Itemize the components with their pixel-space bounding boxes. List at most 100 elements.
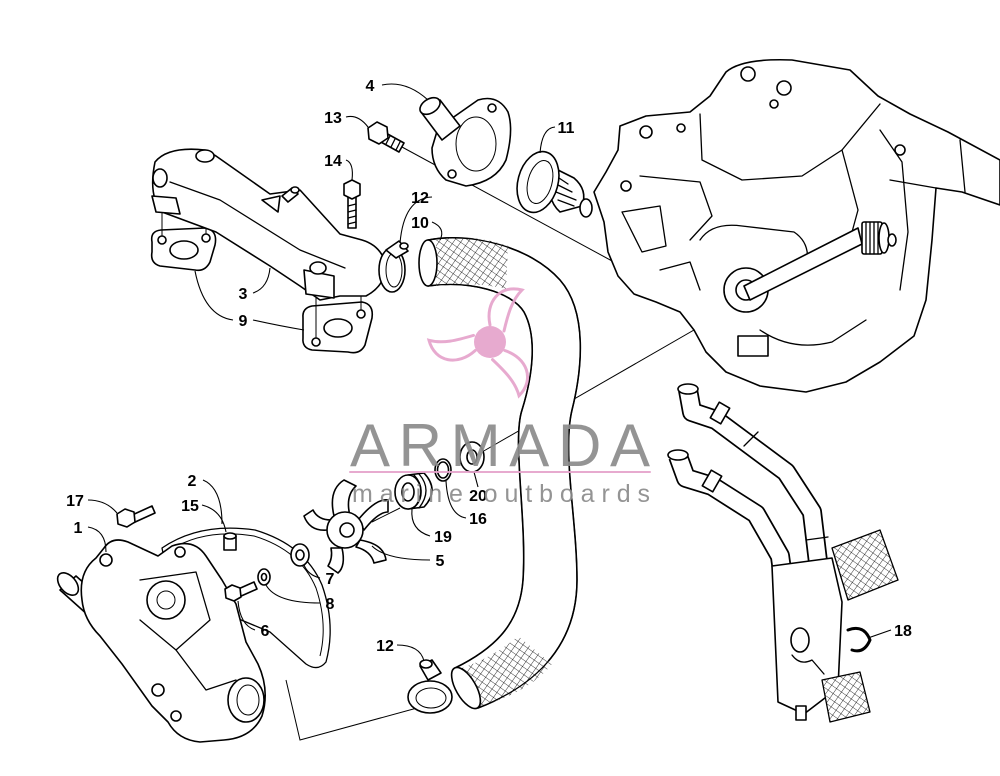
pump-bolt-boss (151, 683, 165, 697)
seal-ribs (413, 473, 427, 509)
bolt-13-thread (385, 135, 401, 151)
seal-bore (401, 482, 415, 502)
casting-rib (759, 319, 867, 346)
callout-16: 16 (469, 511, 487, 528)
clamp-band-inner (415, 687, 447, 709)
bolt-hole (740, 66, 756, 82)
leader-3 (252, 267, 271, 294)
coolant-hose (418, 237, 582, 710)
impeller-vane (331, 479, 357, 517)
gasket-9-right (302, 301, 374, 354)
oil-line-fitting (701, 469, 723, 493)
callout-12-upper: 12 (411, 190, 429, 207)
callout-15: 15 (181, 498, 199, 515)
leader-9-right (252, 319, 305, 331)
clamp-screw-head (399, 242, 409, 250)
bolt-hole (676, 123, 686, 133)
leader-14 (345, 159, 353, 181)
water-pump-body (56, 539, 266, 743)
leader-6 (237, 600, 256, 631)
propeller-blade (426, 333, 477, 362)
callout-7: 7 (326, 571, 335, 588)
leader-11 (539, 126, 556, 154)
water-pipe-seam (169, 181, 346, 269)
oil-line-a-fill (679, 388, 827, 563)
callout-9: 9 (239, 313, 248, 330)
thermostat (516, 150, 593, 218)
pipe-boss (309, 261, 327, 275)
bolt-13-head (367, 121, 389, 145)
leader-5 (371, 545, 431, 561)
housing-nipple-opening (419, 96, 441, 116)
bolt-15 (223, 532, 237, 551)
casting-rib (841, 149, 859, 233)
leader-7 (303, 564, 321, 579)
bolt-hole (769, 99, 779, 109)
gear-teeth (865, 221, 879, 255)
hose-clip-18 (846, 626, 872, 653)
callout-18: 18 (894, 623, 912, 640)
casting-rib (959, 139, 966, 193)
pipe-mount-foot (151, 195, 181, 215)
bolt-14-thread (347, 203, 357, 225)
oil-line-assembly (667, 383, 899, 723)
housing-bolt-hole (447, 169, 457, 179)
callout-11: 11 (558, 120, 575, 137)
thermostat-housing (419, 96, 512, 187)
callouts: 4 13 11 14 12 10 3 9 2 15 17 1 7 8 6 20 … (66, 78, 912, 655)
gasket-bolt-hole (157, 235, 167, 245)
leader-9-left (194, 270, 234, 321)
bolt-13 (367, 121, 405, 153)
callout-17: 17 (66, 493, 84, 510)
pump-outlet-reference-line (285, 679, 429, 741)
bolt-6 (224, 581, 258, 602)
impeller-vane (303, 509, 332, 532)
oil-line-a-end (677, 383, 699, 395)
bolt-17-head (116, 508, 136, 528)
seal-19 (394, 472, 433, 510)
callout-8: 8 (326, 596, 335, 613)
bolt-6-head (224, 584, 242, 602)
casting-rib (659, 261, 701, 291)
callout-3: 3 (239, 286, 248, 303)
pump-bolt-boss (174, 546, 186, 558)
thermostat-pin (579, 198, 593, 218)
hose-clamp-lower (407, 659, 453, 714)
gasket-9-left (150, 227, 217, 272)
mount-pad (621, 205, 667, 253)
o-ring-inner (436, 461, 450, 479)
propeller-icon (426, 287, 529, 399)
bolt-hole (639, 125, 653, 139)
impeller-vane (357, 499, 389, 531)
callout-4: 4 (366, 78, 375, 95)
leader-12-upper (399, 196, 433, 244)
callout-1: 1 (74, 520, 83, 537)
clamp-screw-head (419, 659, 433, 669)
leader-17 (87, 499, 118, 514)
leader-19 (411, 508, 431, 537)
oil-line-drain (795, 705, 807, 721)
engine-block-outline (593, 58, 1000, 393)
bolt-hole (894, 144, 906, 156)
leader-1 (87, 526, 107, 553)
leader-10 (431, 221, 443, 241)
callout-6: 6 (261, 623, 270, 640)
casting-rib (699, 103, 881, 181)
pump-outlet-inner (236, 684, 260, 716)
pump-impeller-bore-inner (156, 590, 176, 610)
housing-bolt-hole (487, 103, 497, 113)
impeller (303, 479, 389, 574)
leader-16 (445, 480, 467, 519)
impeller-vane (327, 547, 345, 574)
gasket-port (323, 318, 353, 338)
housing-bore (455, 116, 497, 172)
propeller-blade (491, 349, 529, 399)
impeller-axis-line (371, 507, 401, 523)
thermostat-flange-inner (526, 160, 554, 204)
leader-15 (201, 504, 227, 533)
water-pipe (151, 148, 387, 301)
casting-rib (889, 179, 937, 189)
propeller-hub (474, 326, 506, 358)
thermostat-spring (555, 175, 577, 207)
